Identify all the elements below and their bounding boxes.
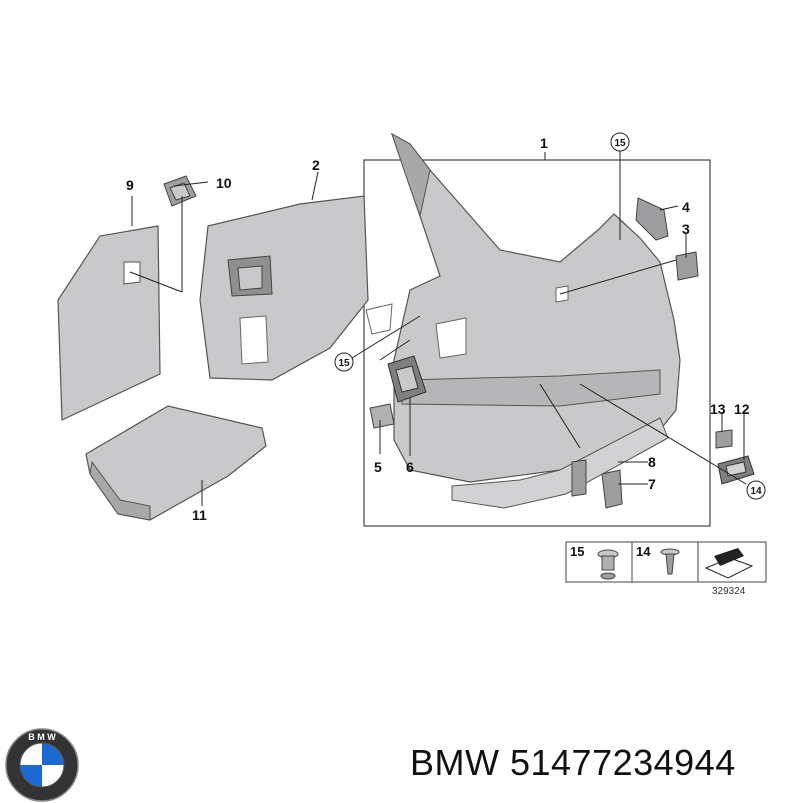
part-11-floor-cover [85,405,267,521]
leader-lines [129,150,747,506]
part-12-handle [717,455,755,485]
callout-11: 11 [192,507,207,523]
callout-15-left: 15 [334,352,354,372]
callout-6: 6 [406,459,414,475]
callout-10: 10 [216,175,232,191]
callout-2: 2 [312,157,320,173]
bmw-logo: B M W [5,728,79,802]
part-7-clip [601,469,623,509]
callout-9: 9 [126,177,134,193]
part-4-bracket [635,197,669,241]
callout-4: 4 [682,199,690,215]
part-10-clip [163,175,197,207]
callout-12: 12 [734,401,750,417]
part-5-clip [369,403,395,429]
legend-14: 14 [636,544,651,559]
part-13-pad [715,429,733,449]
callout-15-top: 15 [610,132,630,152]
svg-text:15: 15 [614,138,626,149]
part-9-side-panel [57,225,161,421]
callout-5: 5 [374,459,382,475]
direction-arrow-icon [704,548,754,579]
part-number-caption: BMW 51477234944 [410,742,736,783]
part-2-side-trim [199,195,393,381]
assembly-frame [363,159,711,527]
callout-13: 13 [710,401,726,417]
part-1-main-trim [390,132,681,509]
part-6-handle [387,355,427,403]
callout-14: 14 [746,480,766,500]
fastener-legend: 15 14 329324 [565,541,767,597]
svg-text:14: 14 [750,486,762,497]
diagram-code: 329324 [712,586,746,597]
svg-text:15: 15 [338,358,350,369]
callout-3: 3 [682,221,690,237]
callout-7: 7 [648,476,656,492]
part-3-cap [675,251,699,281]
svg-text:B M W: B M W [28,732,56,742]
callout-8: 8 [648,454,656,470]
legend-15: 15 [570,544,584,559]
screw-14-icon [660,548,680,575]
callout-1: 1 [540,135,548,151]
clip-15-icon [597,549,619,580]
